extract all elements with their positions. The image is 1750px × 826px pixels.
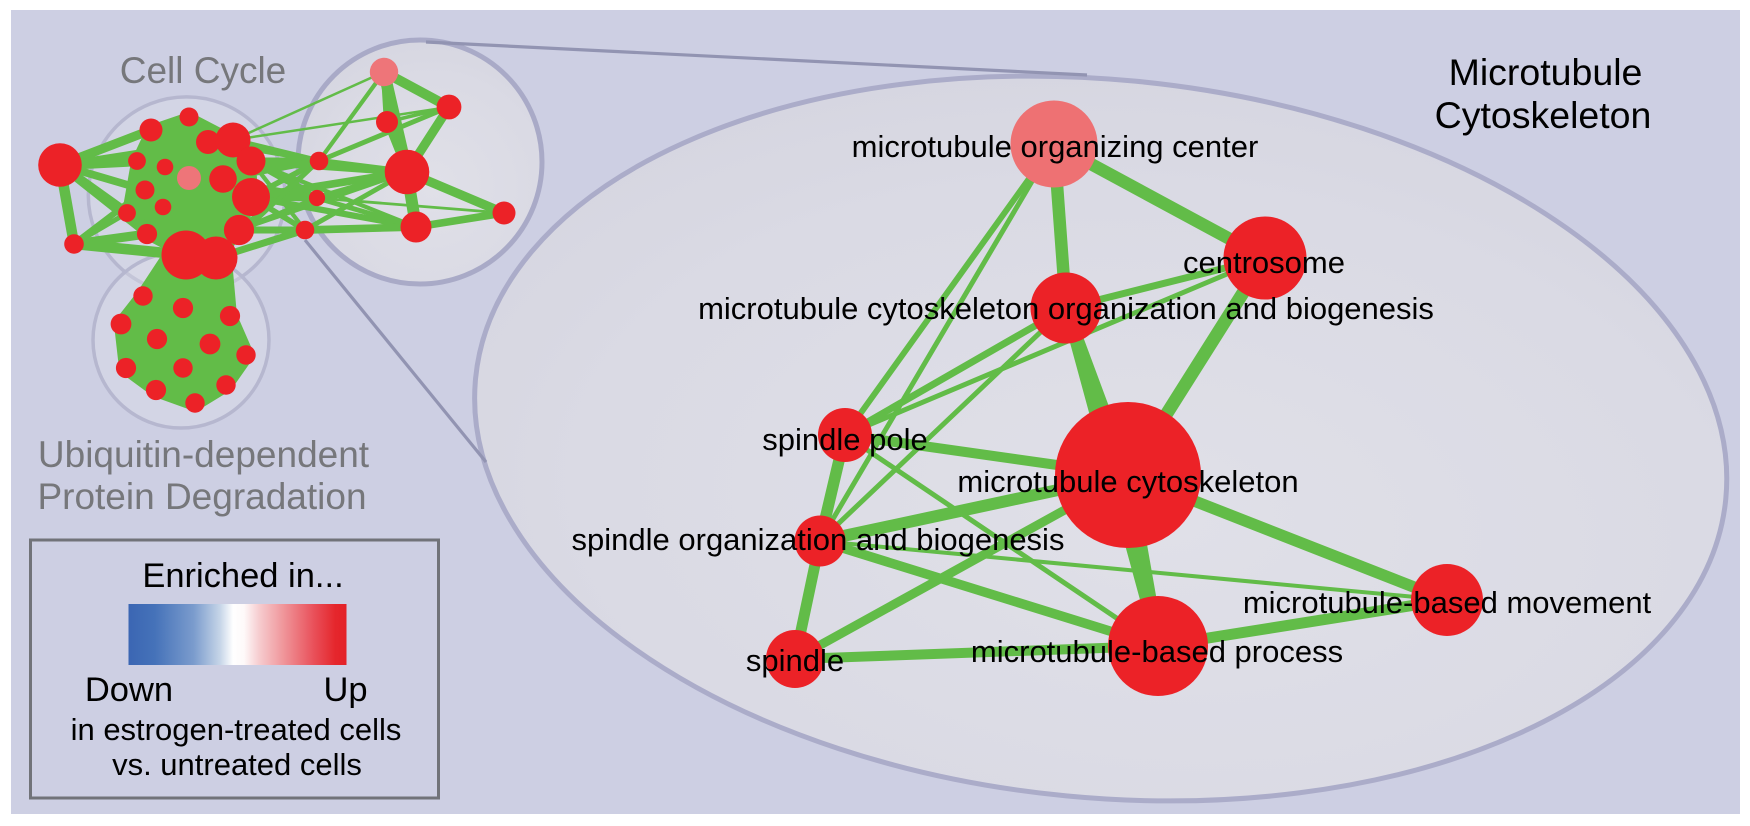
svg-text:microtubule organizing center: microtubule organizing center (852, 129, 1259, 164)
svg-text:Down: Down (85, 671, 173, 709)
svg-text:Cell Cycle: Cell Cycle (120, 50, 287, 91)
svg-text:spindle: spindle (746, 643, 844, 678)
svg-text:Microtubule: Microtubule (1449, 51, 1643, 93)
svg-text:centrosome: centrosome (1183, 245, 1345, 280)
svg-text:microtubule-based process: microtubule-based process (971, 634, 1343, 669)
svg-text:Enriched in...: Enriched in... (142, 557, 343, 595)
svg-text:microtubule-based movement: microtubule-based movement (1243, 585, 1652, 620)
svg-text:microtubule cytoskeleton organ: microtubule cytoskeleton organization an… (698, 291, 1434, 326)
svg-text:Up: Up (323, 671, 367, 709)
svg-text:vs. untreated cells: vs. untreated cells (112, 747, 362, 782)
svg-text:in estrogen-treated cells: in estrogen-treated cells (71, 712, 402, 747)
svg-text:microtubule cytoskeleton: microtubule cytoskeleton (957, 464, 1298, 499)
svg-text:Cytoskeleton: Cytoskeleton (1435, 94, 1652, 136)
svg-text:spindle organization and bioge: spindle organization and biogenesis (572, 522, 1065, 557)
svg-text:Protein Degradation: Protein Degradation (37, 476, 366, 517)
svg-text:Ubiquitin-dependent: Ubiquitin-dependent (38, 434, 370, 475)
svg-text:spindle pole: spindle pole (762, 422, 927, 457)
